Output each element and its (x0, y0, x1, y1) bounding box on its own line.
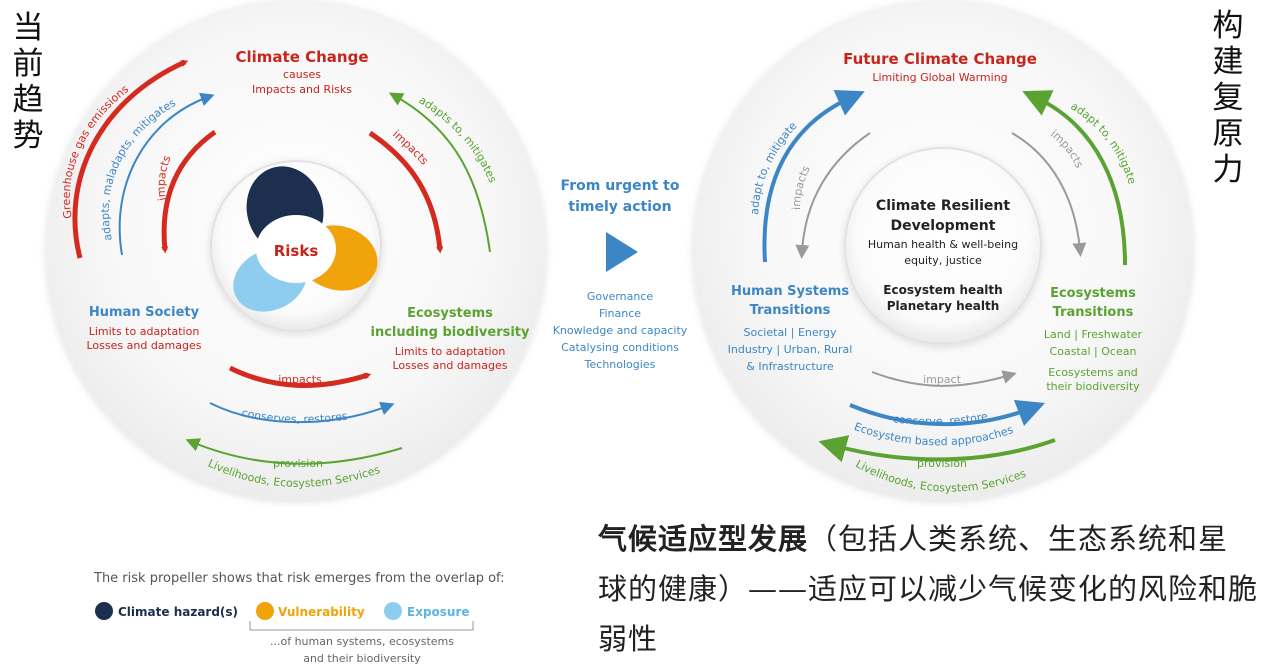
adapts-arrow (118, 92, 215, 256)
hst-sub3: & Infrastructure (746, 360, 834, 373)
right-inner-disc (844, 147, 1042, 345)
legend-note1: ...of human systems, ecosystems (270, 635, 454, 648)
legend-intro: The risk propeller shows that risk emerg… (93, 571, 505, 586)
middle-item: Governance (587, 290, 654, 303)
left-top-sub1: causes (283, 68, 321, 81)
legend-vulnerability: Vulnerability (278, 605, 365, 619)
r-adapt-right-arrow (1022, 90, 1127, 266)
impacts-bottom-arrow (228, 365, 372, 388)
right-top-heading: Future Climate Change (843, 50, 1037, 68)
summary-bold: 气候适应型发展 (598, 522, 809, 556)
hst-sub2: Industry | Urban, Rural (728, 343, 853, 356)
crd-heading1: Climate Resilient (876, 198, 1010, 214)
impacts-right-arrow (368, 130, 444, 254)
est-sub4: their biodiversity (1046, 380, 1140, 393)
ecosystems-heading1: Ecosystems (407, 306, 493, 321)
middle-item: Finance (599, 307, 641, 320)
est-heading1: Ecosystems (1050, 286, 1136, 301)
vulnerability-swatch (256, 602, 274, 620)
play-arrow-icon (606, 232, 638, 272)
est-sub1: Land | Freshwater (1044, 328, 1143, 341)
adapts-to-arrow (388, 92, 491, 253)
est-heading2: Transitions (1053, 305, 1134, 320)
summary-text: 气候适应型发展（包括人类系统、生态系统和星球的健康）——适应可以减少气候变化的风… (598, 514, 1258, 664)
legend-group: The risk propeller shows that risk emerg… (93, 571, 505, 665)
legend-exposure: Exposure (407, 605, 470, 619)
ecosystems-sub2: Losses and damages (393, 359, 508, 372)
middle-item: Catalysing conditions (561, 341, 679, 354)
human-society-sub2: Losses and damages (87, 339, 202, 352)
right-top-sub: Limiting Global Warming (872, 71, 1007, 84)
legend-hazard: Climate hazard(s) (118, 605, 238, 619)
risks-label: Risks (274, 242, 319, 260)
impacts-left-arrow (161, 129, 217, 254)
crd-line4: Planetary health (887, 299, 1000, 313)
crd-heading2: Development (891, 218, 996, 234)
left-vertical-title: 当前趋势 (12, 10, 44, 154)
middle-group: From urgent to timely action Governance … (553, 178, 688, 371)
right-circle-group: Future Climate Change Limiting Global Wa… (693, 0, 1193, 500)
human-society-heading: Human Society (89, 305, 200, 320)
provision-arrow (185, 438, 403, 465)
conserves-arrow (209, 401, 395, 424)
human-society-sub1: Limits to adaptation (89, 325, 200, 338)
crd-line1: Human health & well-being (868, 238, 1018, 251)
crd-line2: equity, justice (904, 254, 982, 267)
crd-line3: Ecosystem health (883, 283, 1002, 297)
ecosystems-sub1: Limits to adaptation (395, 345, 506, 358)
r-impact-bottom-label: impact (923, 373, 962, 386)
impacts-bottom-label: impacts (278, 373, 322, 386)
r-provision-arrow (818, 435, 1056, 463)
r-impacts-left-arrow (795, 132, 871, 259)
r-provision-label: provision (917, 457, 967, 470)
est-sub3: Ecosystems and (1048, 366, 1137, 379)
right-vertical-title: 构建复原力 (1212, 8, 1244, 188)
left-top-heading: Climate Change (235, 48, 368, 66)
propeller-center (256, 215, 336, 283)
hst-sub1: Societal | Energy (744, 326, 837, 339)
middle-heading1: From urgent to (561, 178, 680, 194)
middle-heading2: timely action (568, 199, 671, 215)
risk-propeller: Risks (233, 166, 378, 312)
middle-item: Technologies (584, 358, 656, 371)
provision-label: provision (273, 457, 323, 470)
r-conserve-arrow (849, 399, 1046, 427)
est-sub2: Coastal | Ocean (1050, 345, 1137, 358)
r-impact-bottom-arrow (871, 370, 1017, 387)
legend-bracket (249, 621, 474, 631)
legend-note2: and their biodiversity (303, 652, 421, 665)
ghg-arrow (72, 59, 189, 259)
exposure-swatch (384, 602, 402, 620)
ecosystems-heading2: including biodiversity (370, 325, 530, 340)
r-adapt-left-arrow (762, 90, 865, 263)
hazard-swatch (95, 602, 113, 620)
hst-heading1: Human Systems (731, 284, 849, 299)
r-impacts-right-arrow (1011, 132, 1087, 257)
left-top-sub2: Impacts and Risks (252, 83, 352, 96)
hst-heading2: Transitions (750, 303, 831, 318)
left-circle-group: Risks Climate Change causes Impacts and … (46, 0, 546, 500)
summary-rest: （包括人类系统、生态系统和星球的健康）——适应可以减少气候变化的风险和脆弱性 (598, 522, 1259, 656)
middle-item: Knowledge and capacity (553, 324, 688, 337)
